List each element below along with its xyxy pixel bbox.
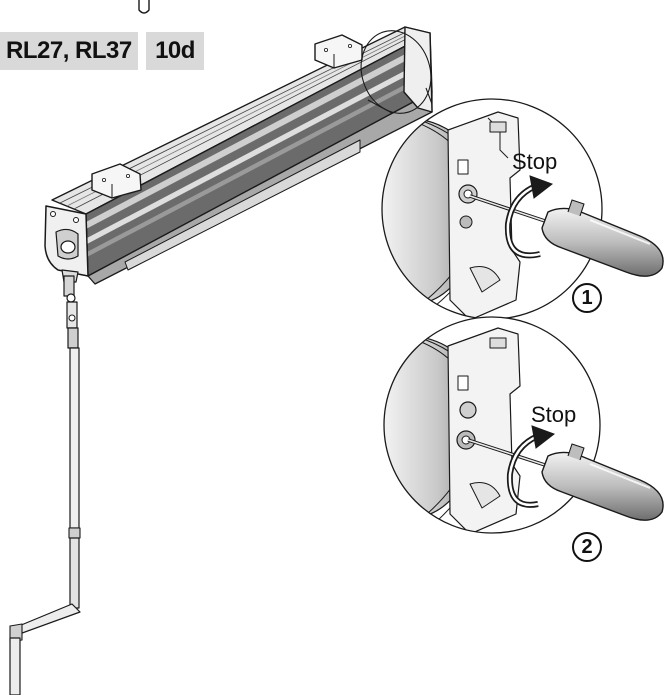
step-number-1: 1 <box>572 283 602 313</box>
rotation-arrow-icon <box>506 425 556 508</box>
detail-callout <box>360 30 433 114</box>
model-label: RL27, RL37 <box>0 32 138 70</box>
awning-housing <box>44 26 433 285</box>
stop-label-1: Stop <box>512 149 558 174</box>
crank-rod-icon <box>9 275 81 695</box>
detail-circle-1 <box>381 98 664 320</box>
screwdriver-icon <box>469 194 664 277</box>
code-label: 10d <box>146 32 204 70</box>
stop-label-2: Stop <box>531 402 577 427</box>
screwdriver-icon <box>467 438 664 521</box>
detail-circle-2 <box>383 316 664 534</box>
step-number-2: 2 <box>572 532 602 562</box>
top-hook <box>138 0 150 14</box>
rotation-arrow-icon <box>504 175 554 259</box>
